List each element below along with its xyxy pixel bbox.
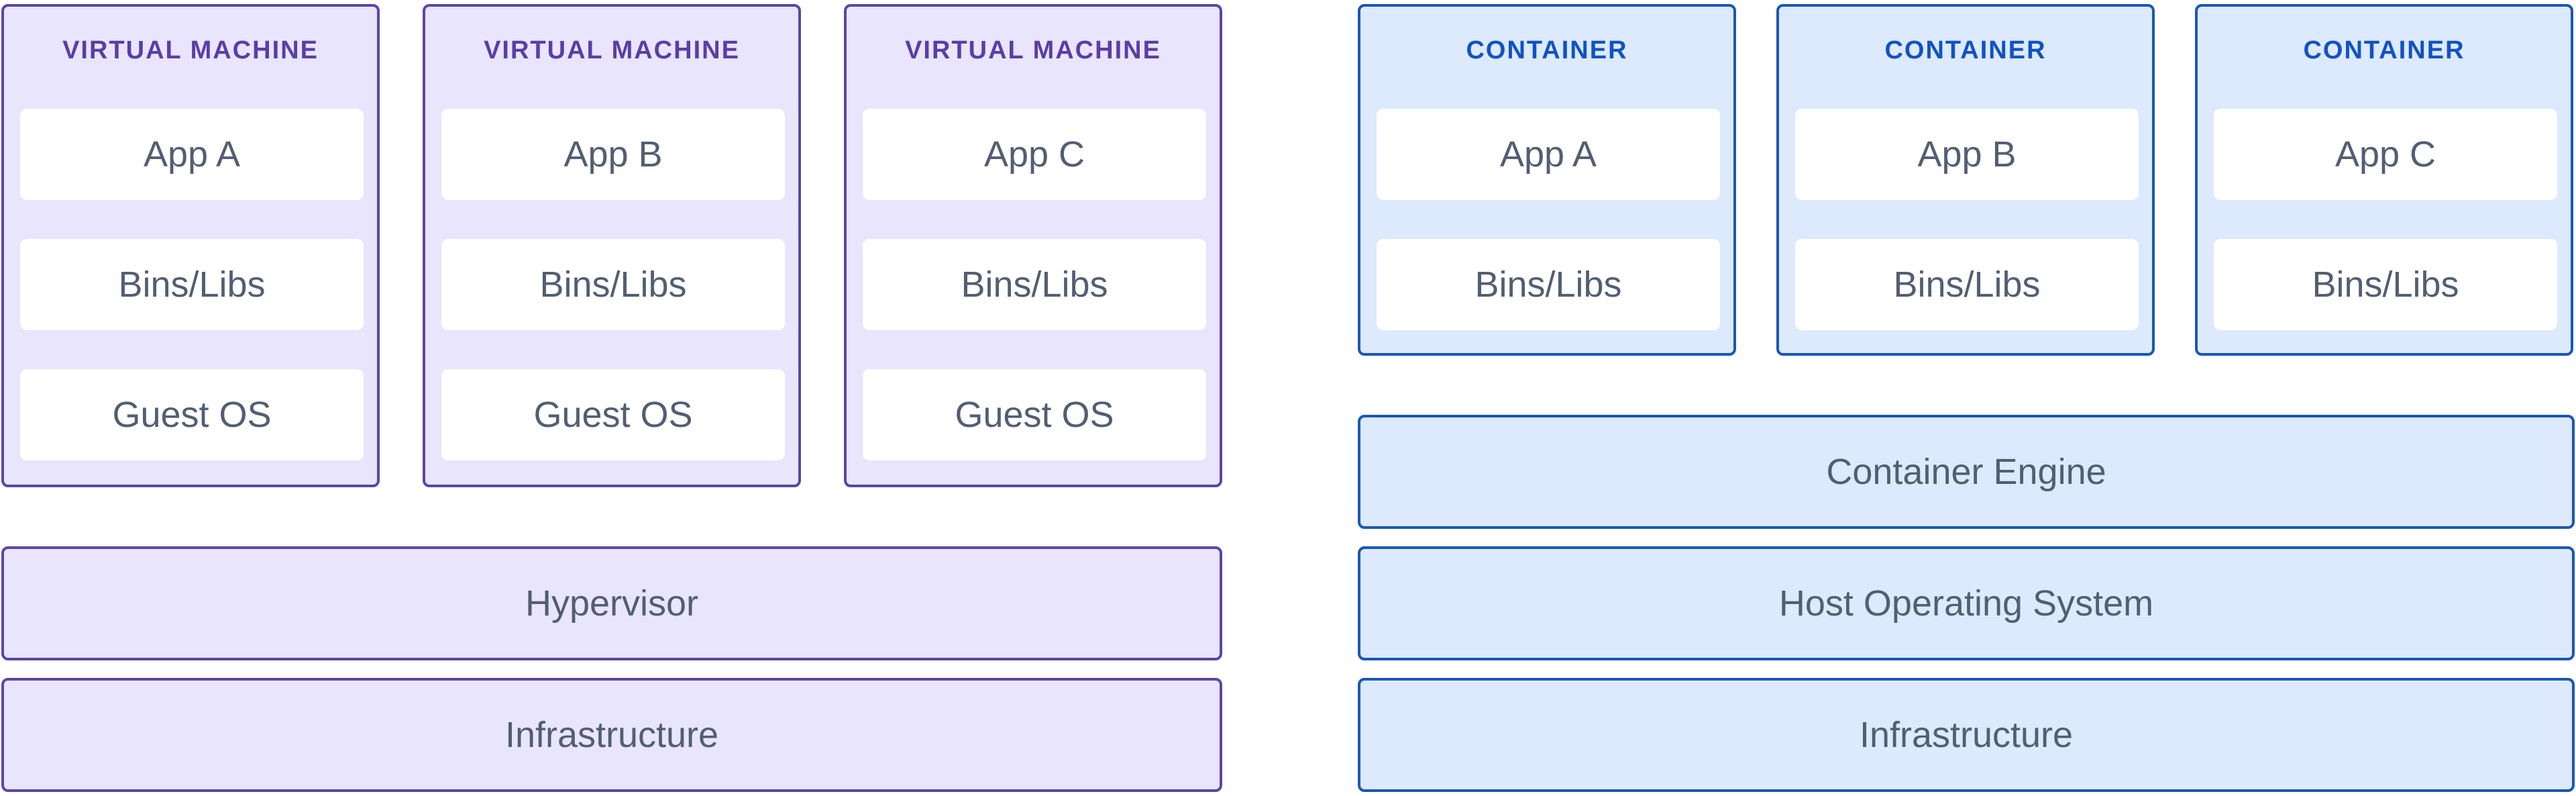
vm-guest-os-layer: Guest OS: [863, 369, 1206, 460]
virtual-machine-b: VIRTUAL MACHINE App B Bins/Libs Guest OS: [423, 4, 801, 487]
container-a: CONTAINER App A Bins/Libs: [1358, 4, 1736, 356]
hypervisor-layer: Hypervisor: [1, 546, 1222, 660]
container-header: CONTAINER: [1884, 36, 2047, 64]
container-infrastructure-layer: Infrastructure: [1358, 678, 2575, 792]
container-bins-libs-layer: Bins/Libs: [1795, 239, 2139, 330]
host-os-layer: Host Operating System: [1358, 546, 2575, 660]
container-bins-libs-layer: Bins/Libs: [1377, 239, 1720, 330]
vm-app-layer: App A: [20, 109, 364, 200]
vm-bins-libs-layer: Bins/Libs: [20, 239, 364, 330]
vm-app-layer: App C: [863, 109, 1206, 200]
vm-infrastructure-layer: Infrastructure: [1, 678, 1222, 792]
container-header: CONTAINER: [2303, 36, 2465, 64]
vm-header: VIRTUAL MACHINE: [905, 36, 1161, 64]
container-bins-libs-layer: Bins/Libs: [2214, 239, 2557, 330]
container-app-layer: App A: [1377, 109, 1720, 200]
vm-guest-os-layer: Guest OS: [20, 369, 364, 460]
vm-guest-os-layer: Guest OS: [441, 369, 785, 460]
vm-bins-libs-layer: Bins/Libs: [863, 239, 1206, 330]
container-engine-layer: Container Engine: [1358, 415, 2575, 529]
container-app-layer: App B: [1795, 109, 2139, 200]
vm-header: VIRTUAL MACHINE: [484, 36, 740, 64]
container-c: CONTAINER App C Bins/Libs: [2195, 4, 2573, 356]
vm-bins-libs-layer: Bins/Libs: [441, 239, 785, 330]
virtual-machine-c: VIRTUAL MACHINE App C Bins/Libs Guest OS: [844, 4, 1222, 487]
container-b: CONTAINER App B Bins/Libs: [1776, 4, 2155, 356]
container-header: CONTAINER: [1466, 36, 1628, 64]
vm-header: VIRTUAL MACHINE: [62, 36, 319, 64]
virtual-machine-a: VIRTUAL MACHINE App A Bins/Libs Guest OS: [1, 4, 380, 487]
vm-app-layer: App B: [441, 109, 785, 200]
container-app-layer: App C: [2214, 109, 2557, 200]
